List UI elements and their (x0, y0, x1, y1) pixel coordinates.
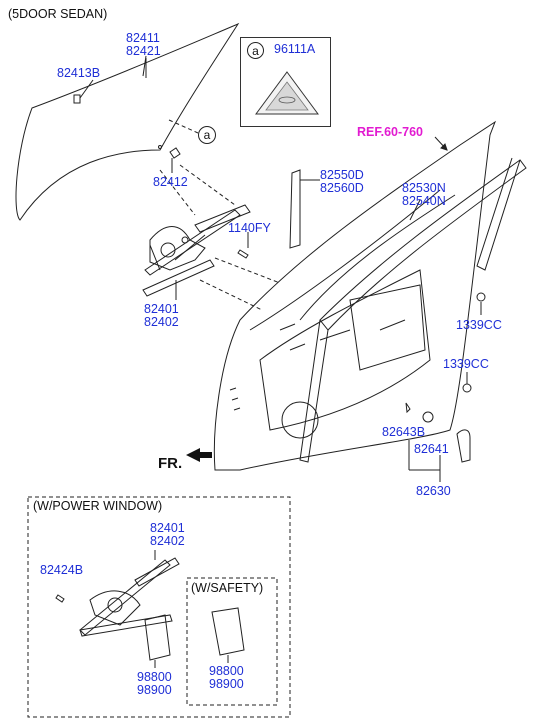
door-panel (213, 120, 497, 471)
pw-label-82424b: 82424B (40, 563, 84, 577)
handle-assy-part (456, 429, 471, 463)
label-82412: 82412 (153, 175, 188, 189)
diagram-title: (5DOOR SEDAN) (8, 7, 108, 21)
safety-frame (186, 577, 278, 706)
label-82550d: 82550D (320, 168, 364, 182)
callout-a-symbol: a (247, 42, 264, 59)
safety-title: (W/SAFETY) (191, 581, 264, 595)
pw-motor (144, 614, 171, 661)
nut-lower-part (462, 383, 472, 393)
callout-a-marker: a (198, 126, 216, 144)
label-82643b: 82643B (382, 425, 426, 439)
safety-motor (211, 607, 245, 656)
label-82630: 82630 (416, 484, 451, 498)
power-window-frame (27, 496, 291, 718)
label-82641: 82641 (414, 442, 449, 456)
handle-part (422, 411, 434, 423)
front-arrow-icon (186, 448, 212, 462)
label-82540n: 82540N (402, 194, 446, 208)
label-1339cc-lower: 1339CC (443, 357, 489, 371)
label-82560d: 82560D (320, 181, 364, 195)
pw-label-98900: 98900 (137, 683, 172, 697)
glass-run-part (319, 159, 527, 331)
bolt-part (237, 249, 249, 259)
nut-upper-part (476, 292, 486, 302)
pw-regulator-assembly (79, 557, 180, 637)
regulator-assembly (142, 204, 251, 297)
label-82421: 82421 (126, 44, 161, 58)
bracket-part (169, 147, 181, 159)
safety-label-98900: 98900 (209, 677, 244, 691)
reference-label: REF.60-760 (357, 125, 424, 139)
front-marker: FR. (158, 455, 183, 472)
warning-triangle-icon (255, 71, 319, 115)
label-82402: 82402 (144, 315, 179, 329)
pw-label-82402: 82402 (150, 534, 185, 548)
door-glass (15, 22, 240, 221)
pw-label-82401: 82401 (150, 521, 185, 535)
label-82413b: 82413B (57, 66, 101, 80)
channel-part (289, 169, 301, 249)
label-96111a: 96111A (274, 42, 316, 56)
safety-label-98800: 98800 (209, 664, 244, 678)
label-82401: 82401 (144, 302, 179, 316)
label-1339cc-upper: 1339CC (456, 318, 502, 332)
label-82530n: 82530N (402, 181, 446, 195)
handle-clip-part (405, 402, 411, 414)
pw-label-98800: 98800 (137, 670, 172, 684)
label-82411: 82411 (126, 31, 160, 45)
power-window-title: (W/POWER WINDOW) (33, 499, 163, 513)
clip-part (73, 94, 81, 104)
callout-a-box: a 96111A (240, 37, 331, 127)
label-1140fy: 1140FY (228, 221, 271, 235)
